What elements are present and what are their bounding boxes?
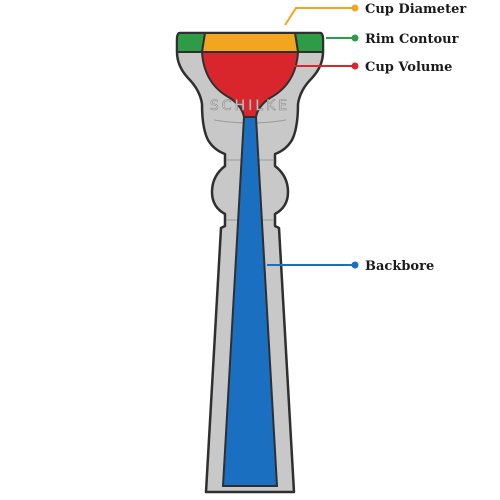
brand-engraving: SCHILKE: [210, 98, 290, 114]
cup-volume-label: Cup Volume: [365, 60, 452, 75]
backbore-region: [221, 116, 279, 487]
callout-cup-volume: Cup Volume: [290, 60, 452, 75]
rim-contour-bullet: [351, 34, 359, 42]
backbore-bullet: [351, 261, 359, 269]
cup-volume-bullet: [351, 62, 359, 70]
cup-diameter-leader-line: [284, 7, 353, 26]
callout-backbore: Backbore: [267, 259, 434, 274]
backbore-label: Backbore: [365, 259, 434, 274]
rim-contour-left: [176, 32, 207, 53]
rim-contour-right: [293, 32, 324, 53]
cup-diameter-bullet: [351, 4, 359, 12]
rim-contour-label: Rim Contour: [365, 32, 459, 47]
callout-rim-contour: Rim Contour: [326, 32, 459, 47]
cup-diameter-label: Cup Diameter: [365, 2, 466, 17]
callout-cup-diameter: Cup Diameter: [284, 2, 466, 26]
cup-diameter-region: [200, 32, 300, 53]
